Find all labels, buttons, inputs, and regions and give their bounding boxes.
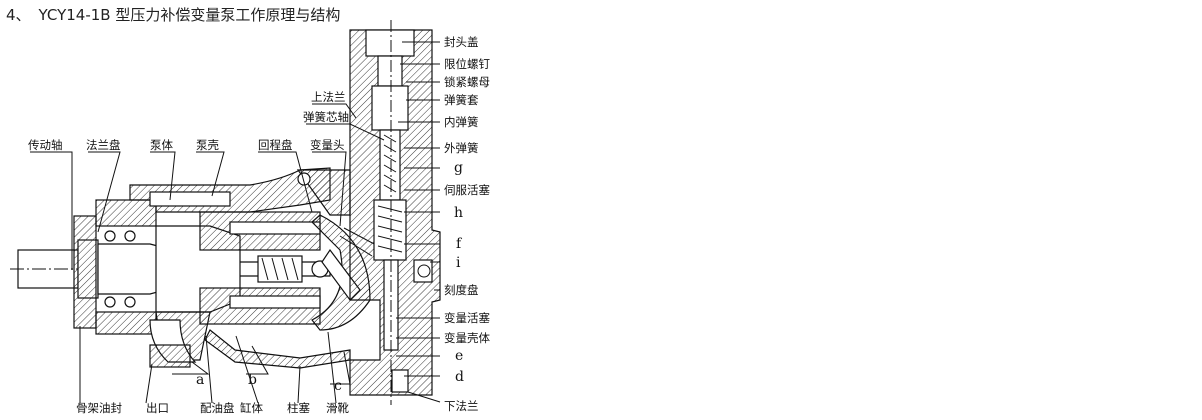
label-variable-head: 变量头 [310, 138, 345, 152]
label-pump-body: 泵体 [150, 138, 173, 152]
flange-plate-drawing [73, 199, 157, 335]
letter-h: h [454, 205, 463, 221]
letter-a: a [196, 372, 204, 388]
label-outlet: 出口 [146, 401, 169, 415]
label-valve-plate: 配油盘 [200, 401, 235, 415]
label-spring-core-shaft: 弹簧芯轴 [303, 110, 349, 124]
section-title: YCY14-1B 型压力补偿变量泵工作原理与结构 [38, 6, 341, 24]
label-servo-piston: 伺服活塞 [444, 183, 490, 197]
label-plunger: 柱塞 [287, 401, 310, 415]
leader-lines [30, 41, 441, 404]
label-seal-cap: 封头盖 [444, 35, 479, 49]
label-variable-housing: 变量壳体 [444, 331, 490, 345]
label-flange-plate: 法兰盘 [86, 138, 121, 152]
label-cylinder: 缸体 [240, 401, 263, 415]
label-outer-spring: 外弹簧 [444, 141, 479, 155]
label-pump-shell: 泵壳 [196, 138, 219, 152]
label-spring-sleeve: 弹簧套 [444, 93, 479, 107]
label-inner-spring: 内弹簧 [444, 115, 479, 129]
label-lock-nut: 锁紧螺母 [444, 75, 490, 89]
label-upper-flange: 上法兰 [311, 90, 346, 104]
letter-b: b [248, 372, 257, 388]
label-variable-piston: 变量活塞 [444, 311, 490, 325]
label-limit-screw: 限位螺钉 [444, 57, 490, 71]
letter-i: i [456, 255, 461, 271]
letter-d: d [455, 369, 464, 385]
letter-f: f [456, 236, 463, 252]
letter-e: e [455, 348, 463, 364]
variable-housing-drawing [349, 20, 441, 405]
label-dial: 刻度盘 [444, 283, 479, 297]
label-lower-flange: 下法兰 [444, 399, 479, 413]
page-title: 4、 YCY14-1B 型压力补偿变量泵工作原理与结构 [6, 4, 348, 25]
label-drive-shaft: 传动轴 [28, 138, 63, 152]
section-number: 4、 [6, 6, 31, 24]
label-return-plate: 回程盘 [258, 138, 293, 152]
label-slipper: 滑靴 [326, 401, 349, 415]
letter-g: g [454, 160, 463, 176]
label-skeleton-seal: 骨架油封 [76, 401, 122, 415]
letter-c: c [334, 378, 342, 394]
